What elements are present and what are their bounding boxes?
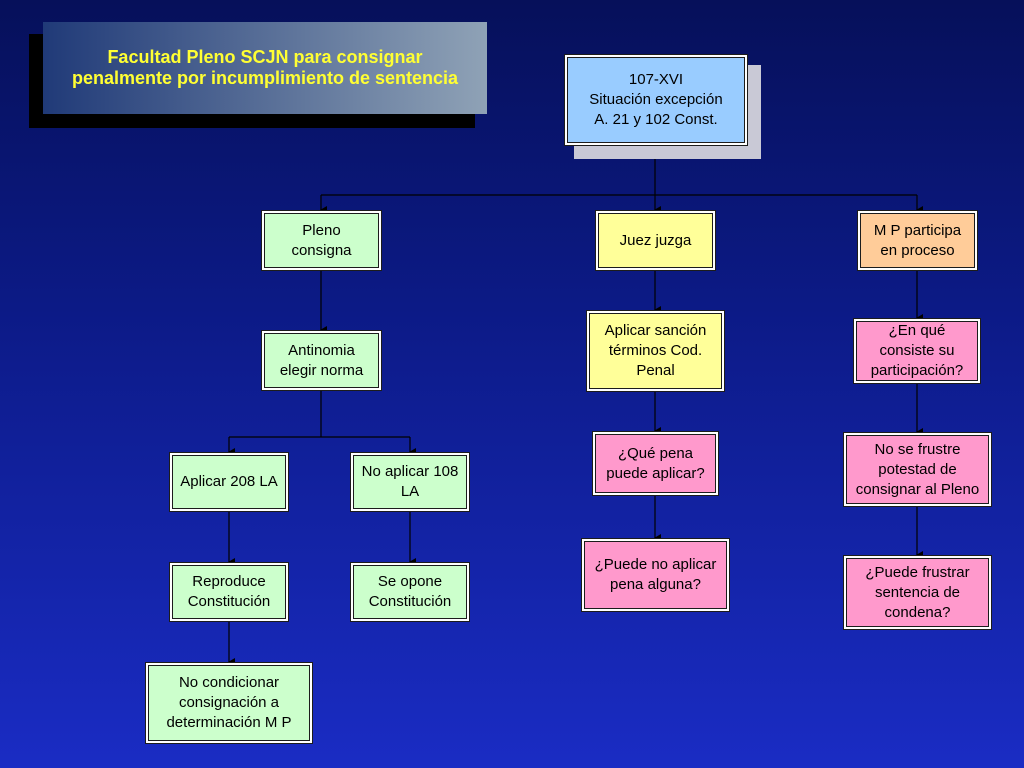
node-no-se-frustre: No se frustre potestad de consignar al P… <box>843 432 992 507</box>
node-no-condicionar: No condicionar consignación a determinac… <box>145 662 313 744</box>
root-node: 107-XVI Situación excepción A. 21 y 102 … <box>564 54 748 146</box>
node-se-opone-constitucion: Se opone Constitución <box>350 562 470 622</box>
node-puede-no-aplicar: ¿Puede no aplicar pena alguna? <box>581 538 730 612</box>
node-puede-frustrar: ¿Puede frustrar sentencia de condena? <box>843 555 992 630</box>
node-que-pena: ¿Qué pena puede aplicar? <box>592 431 719 496</box>
node-pleno-consigna: Pleno consigna <box>261 210 382 271</box>
page-title: Facultad Pleno SCJN para consignar penal… <box>43 22 487 114</box>
node-juez-juzga: Juez juzga <box>595 210 716 271</box>
title-text: Facultad Pleno SCJN para consignar penal… <box>71 47 459 88</box>
node-antinomia: Antinomia elegir norma <box>261 330 382 391</box>
node-mp-participa: M P participa en proceso <box>857 210 978 271</box>
node-en-que-consiste: ¿En qué consiste su participación? <box>853 318 981 384</box>
node-reproduce-constitucion: Reproduce Constitución <box>169 562 289 622</box>
node-aplicar-sancion: Aplicar sanción términos Cod. Penal <box>586 310 725 392</box>
node-aplicar-208: Aplicar 208 LA <box>169 452 289 512</box>
node-no-aplicar-108: No aplicar 108 LA <box>350 452 470 512</box>
